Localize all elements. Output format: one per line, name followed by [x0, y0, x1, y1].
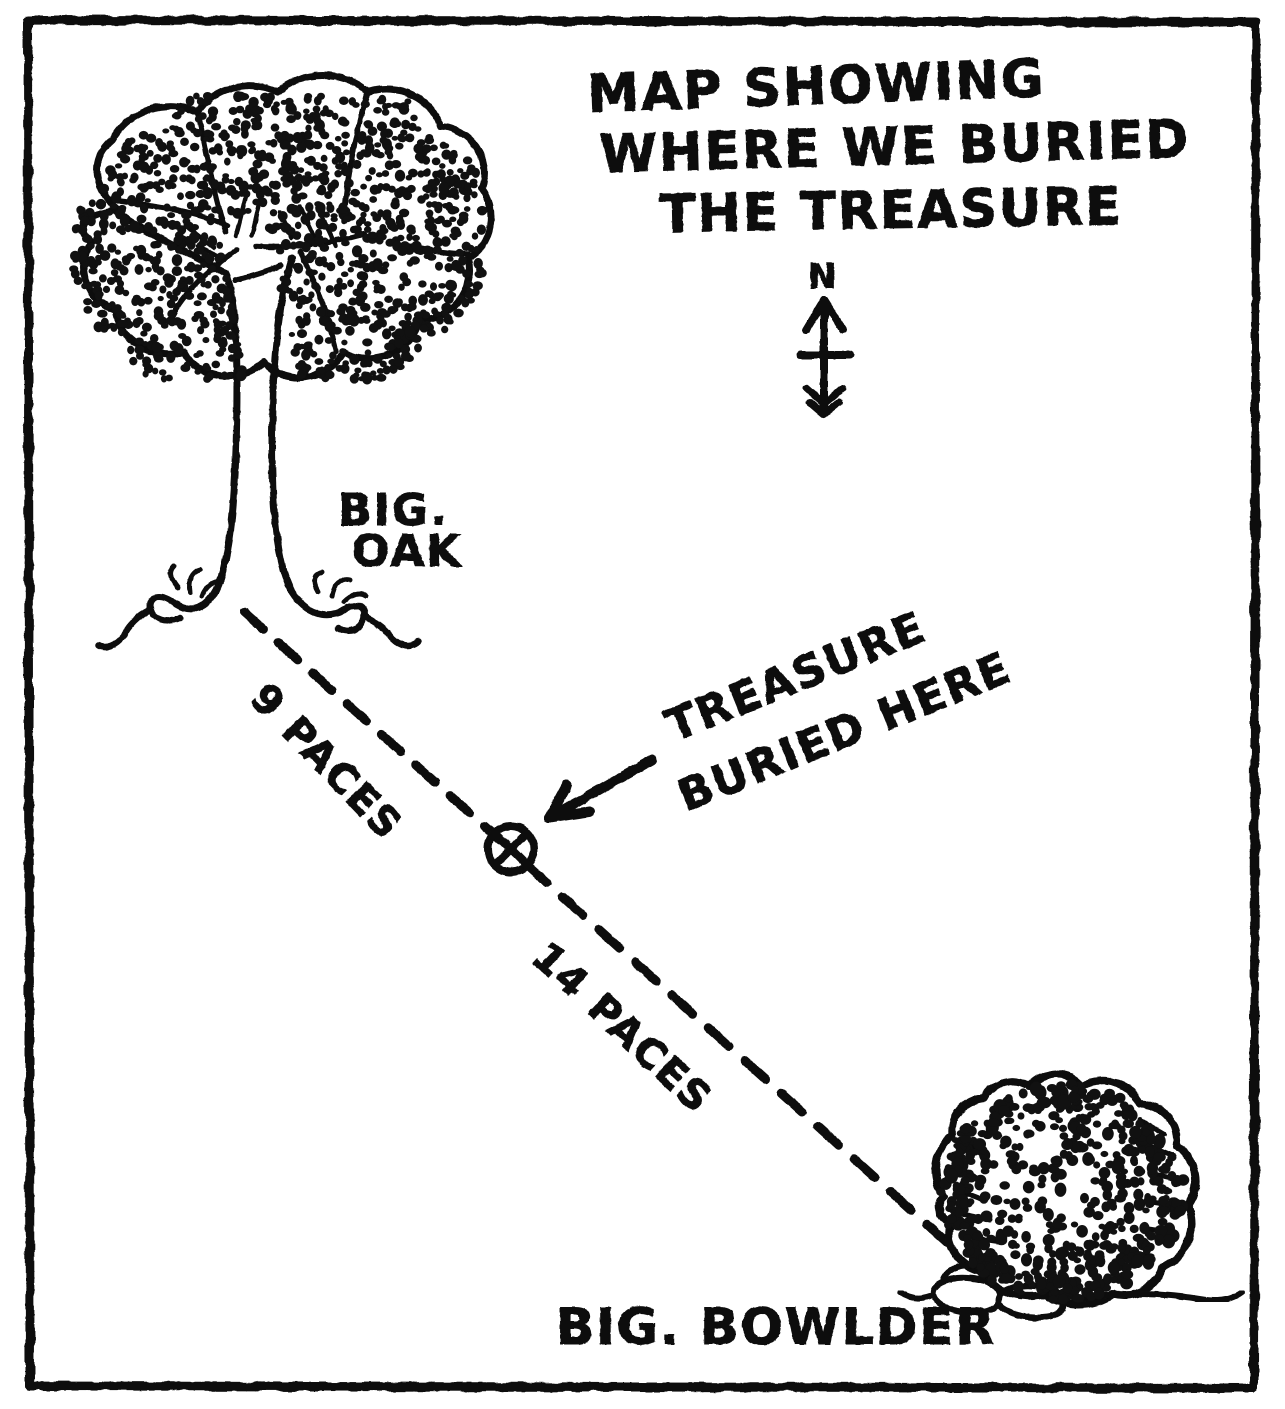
- compass-north-label: N: [808, 257, 838, 297]
- map-title: MAP SHOWING WHERE WE BURIED THE TREASURE: [586, 48, 1192, 245]
- big-oak-label-line-1: BIG.: [338, 485, 449, 536]
- map-border-frame: [23, 15, 1261, 1393]
- big-bowlder-label: BIG. BOWLDER: [556, 1298, 996, 1356]
- boulder-icon: [897, 1070, 1245, 1321]
- callout-treasure-buried-here: TREASURE BURIED HERE: [658, 601, 1019, 823]
- path-oak-to-treasure: [239, 607, 505, 845]
- measurement-label-14-paces: 14 PACES: [523, 934, 721, 1123]
- map-title-line-1: MAP SHOWING: [586, 49, 1046, 125]
- north-arrow-icon: N: [796, 256, 854, 418]
- map-title-line-3: THE TREASURE: [659, 177, 1123, 245]
- big-oak-label-line-2: OAK: [352, 526, 462, 577]
- path-treasure-to-bowlder: [521, 859, 955, 1250]
- measurement-label-9-paces: 9 PACES: [241, 675, 412, 849]
- arrow-icon: [544, 755, 657, 823]
- circled-x-marker-icon: [484, 822, 538, 876]
- label-big-oak: BIG. OAK: [337, 484, 462, 577]
- label-14-paces: 14 PACES: [523, 933, 722, 1123]
- label-9-paces: 9 PACES: [240, 674, 412, 849]
- label-big-bowlder: BIG. BOWLDER: [555, 1297, 996, 1356]
